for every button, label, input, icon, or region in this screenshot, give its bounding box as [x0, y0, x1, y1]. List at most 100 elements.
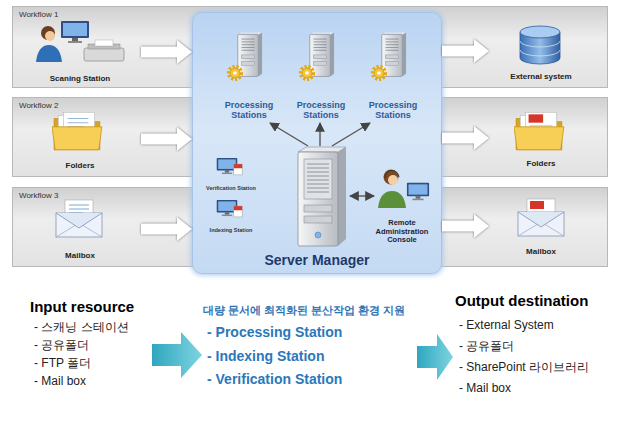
folder-icon — [52, 112, 102, 149]
scanning-station-icon — [36, 21, 124, 62]
node-label: Workflow 3 — [19, 191, 58, 200]
resource-text: - 스캐닝 스테이션 — [34, 321, 129, 333]
flow-arrow — [442, 221, 474, 232]
server-panel: Server Manager Processing Stations Process… — [192, 12, 442, 274]
scanning-station-icon — [61, 21, 89, 43]
resource-node: External system — [489, 19, 593, 83]
server-tower — [338, 147, 346, 246]
processing-server-icon — [373, 67, 386, 80]
node-label: Mailbox — [526, 247, 556, 256]
flow-block-arrow — [152, 332, 202, 378]
mailbox-icon — [518, 199, 564, 236]
scanning-station-icon — [36, 45, 62, 62]
node-label: Mailbox — [65, 251, 95, 260]
processing-server-icon — [229, 33, 406, 80]
resource-text: - SharePoint 라이브러리 — [459, 361, 589, 373]
node-label: Workflow 1 — [19, 10, 58, 19]
administrator-icon — [384, 170, 399, 185]
scanning-station-icon — [95, 40, 113, 46]
dispatch-arrow — [332, 123, 370, 146]
resource-text: - Processing Station — [207, 325, 342, 339]
database-icon — [520, 26, 560, 64]
folder-icon — [52, 112, 102, 149]
database-icon — [520, 32, 560, 64]
database-icon — [520, 41, 560, 56]
workstation-icon — [217, 200, 238, 216]
resource-node: Mailbox — [489, 194, 593, 258]
processing-server-icon — [238, 33, 262, 77]
server-tower — [315, 232, 321, 238]
dispatch-arrow — [350, 195, 374, 196]
node-label: Processing Stations — [217, 101, 281, 121]
resource-text: Output destination — [455, 293, 588, 308]
node-label: Server Manager — [264, 252, 369, 268]
administrator-icon — [385, 170, 399, 178]
resource-text: - Mail box — [459, 382, 511, 394]
workstation-icon — [217, 158, 242, 217]
processing-server-icon — [301, 67, 314, 80]
folder-icon — [514, 112, 564, 149]
mailbox-icon — [56, 200, 102, 237]
server-tower — [298, 147, 346, 152]
node-label: Indexing Station — [210, 227, 253, 233]
node-label: External system — [510, 72, 571, 81]
administrator-icon — [378, 170, 429, 209]
server-tower — [298, 152, 338, 246]
resource-text: - 공유폴더 — [459, 340, 514, 352]
processing-station: Processing Stations — [361, 23, 425, 121]
processing-station: Processing Stations — [289, 23, 353, 121]
flow-block-arrow — [417, 334, 453, 380]
resource-text: Input resource — [30, 299, 134, 314]
node-label: Processing Stations — [361, 101, 425, 121]
server-tower — [304, 205, 332, 212]
flow-arrow — [141, 134, 177, 145]
processing-server-icon — [382, 33, 406, 77]
scanning-station-icon — [45, 31, 55, 41]
server-tower — [304, 216, 332, 223]
resource-text: 대량 문서에 최적화된 분산작업 환경 지원 — [203, 305, 405, 316]
flow-arrow — [442, 46, 474, 57]
administrator-icon — [378, 191, 406, 208]
node-label: Folders — [527, 159, 556, 168]
processing-server-icon — [229, 67, 242, 80]
resource-text: - FTP 폴더 — [34, 357, 91, 369]
node-label: Remote Administration Console — [369, 219, 435, 245]
node-label: Workflow 2 — [19, 101, 58, 110]
flow-arrow — [141, 47, 177, 58]
workstation-node: Indexing Station — [199, 197, 263, 233]
resource-node: Folders — [19, 106, 141, 172]
resource-node: Mailbox — [19, 196, 141, 262]
node-label: Verification Station — [206, 185, 256, 191]
dispatch-arrow — [319, 123, 320, 146]
server-tower — [298, 147, 346, 246]
scanning-station-icon — [88, 44, 120, 49]
resource-text: - 공유폴더 — [34, 339, 89, 351]
resource-node: Scaning Station — [19, 19, 141, 85]
node-label: Folders — [66, 161, 95, 170]
resource-text: - External System — [459, 319, 554, 331]
console-node: Remote Administration Console — [369, 161, 435, 245]
workstation-icon — [234, 164, 242, 175]
node-label: Scaning Station — [50, 74, 110, 83]
resource-node: Folders — [489, 106, 593, 170]
server-tower — [307, 164, 329, 192]
server-tower — [304, 159, 332, 199]
mailbox-icon — [518, 199, 564, 236]
administrator-icon — [388, 175, 398, 185]
administrator-icon — [407, 183, 429, 200]
resource-text: - Indexing Station — [207, 349, 324, 363]
node-label: Processing Stations — [289, 101, 353, 121]
dispatch-arrow — [270, 123, 374, 196]
mailbox-icon — [56, 200, 102, 237]
resource-text: - Verification Station — [207, 372, 342, 386]
workstation-node: Verification Station — [199, 155, 263, 191]
folder-icon — [514, 112, 564, 149]
workstation-icon — [234, 206, 242, 217]
processing-server-icon — [310, 33, 334, 77]
flow-arrow — [442, 133, 474, 144]
scanning-station-icon — [84, 48, 124, 61]
dispatch-arrow — [270, 123, 308, 146]
scanning-station-icon — [41, 26, 55, 40]
flow-arrow — [141, 224, 177, 235]
